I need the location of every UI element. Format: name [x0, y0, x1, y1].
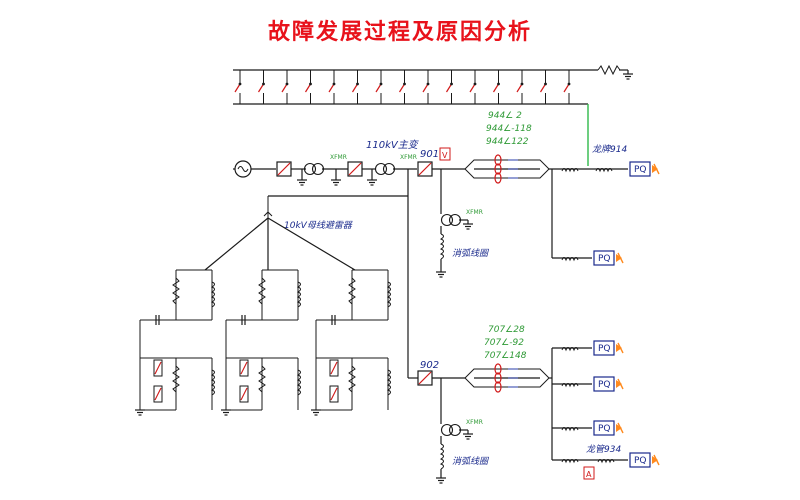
pq-load-2a: [593, 340, 615, 356]
ground-icon: [310, 409, 322, 416]
source-section: XFMR XFMR 110kV主变: [233, 139, 420, 186]
phasor-bottom-c: 707∠148: [484, 351, 527, 361]
breaker-icon: [417, 370, 433, 386]
breaker-icon: [276, 161, 292, 177]
a-meter-label: A: [586, 470, 592, 479]
ground-icon: [134, 409, 146, 416]
arrester-icon: [329, 359, 339, 377]
arrester-icon: [153, 359, 163, 377]
arrester-unit-3: [310, 269, 391, 416]
load-arrow-icon: [615, 342, 624, 354]
inductor-icon: [440, 443, 444, 470]
top-switch-array: [233, 64, 634, 105]
switch-icon: [281, 75, 289, 101]
svg-text:XFMR: XFMR: [466, 209, 483, 216]
ground-icon: [220, 409, 232, 416]
pq-load-1b: [593, 250, 615, 266]
arrester-icon: [239, 359, 249, 377]
switch-icon: [539, 75, 548, 101]
transformer-icon: [303, 162, 325, 176]
svg-text:PQ: PQ: [598, 254, 611, 264]
switch-icon: [304, 75, 313, 101]
breaker-902-label: 902: [420, 360, 439, 371]
transformer-icon: [374, 162, 396, 176]
phasor-top-c: 944∠122: [486, 137, 529, 147]
switch-icon: [257, 75, 266, 101]
load-arrow-icon: [615, 422, 624, 434]
bus-section-2: 902 707∠28 707∠-92 707∠148 PQ PQ PQ: [417, 325, 660, 484]
v-meter-label: V: [442, 151, 448, 160]
pq-load-2c: [593, 420, 615, 436]
load-arrow-icon: [651, 454, 660, 466]
switch-icon: [422, 75, 430, 101]
main-transformer-label: 110kV主变: [366, 139, 420, 151]
feeder-914-label: 龙牌914: [592, 144, 627, 155]
svg-text:XFMR: XFMR: [400, 154, 417, 161]
svg-text:PQ: PQ: [634, 456, 647, 466]
phasor-top-b: 944∠-118: [486, 124, 532, 134]
svg-text:XFMR: XFMR: [330, 154, 347, 161]
inductor-icon: [440, 233, 444, 260]
svg-text:XFMR: XFMR: [466, 419, 483, 426]
arrester-unit-1: [134, 269, 215, 416]
bus-connector: 10kV母线避雷器: [204, 169, 418, 379]
bus-section-1: 901 V 944∠ 2 944∠-118 944∠122 PQ 龙牌914 P: [417, 111, 660, 278]
breaker-901-label: 901: [420, 149, 439, 160]
svg-text:PQ: PQ: [598, 380, 611, 390]
switch-icon: [469, 75, 477, 101]
arrester-icon: [153, 385, 163, 403]
switch-icon: [234, 75, 242, 101]
feeder-934-label: 龙管934: [586, 444, 621, 455]
switch-icon: [328, 75, 336, 101]
svg-text:PQ: PQ: [598, 344, 611, 354]
phasor-bottom-a: 707∠28: [488, 325, 525, 335]
load-arrow-icon: [615, 378, 624, 390]
arrester-icon: [239, 385, 249, 403]
switch-icon: [516, 75, 525, 101]
pq-load-934: [629, 452, 651, 468]
switch-icon: [445, 75, 454, 101]
switch-icon: [563, 75, 572, 101]
load-arrow-icon: [651, 163, 660, 175]
arc-coil-1-label: 消弧线圈: [452, 248, 490, 259]
arc-coil-2-label: 消弧线圈: [452, 456, 490, 467]
slide-title: 故障发展过程及原因分析: [267, 20, 532, 45]
pq-load-2b: [593, 376, 615, 392]
switch-icon: [375, 75, 383, 101]
arrester-unit-2: [220, 269, 301, 416]
arrester-icon: [329, 385, 339, 403]
phasor-bottom-b: 707∠-92: [484, 338, 524, 348]
breaker-icon: [347, 161, 363, 177]
svg-text:PQ: PQ: [598, 424, 611, 434]
breaker-icon: [417, 161, 433, 177]
switch-icon: [398, 75, 407, 101]
arrester-label: 10kV母线避雷器: [284, 220, 353, 231]
svg-text:PQ: PQ: [634, 165, 647, 175]
switch-icon: [351, 75, 360, 101]
switch-icon: [492, 75, 501, 101]
load-arrow-icon: [615, 252, 624, 264]
pq-load-914: [629, 161, 651, 177]
phasor-top-a: 944∠ 2: [488, 111, 522, 121]
